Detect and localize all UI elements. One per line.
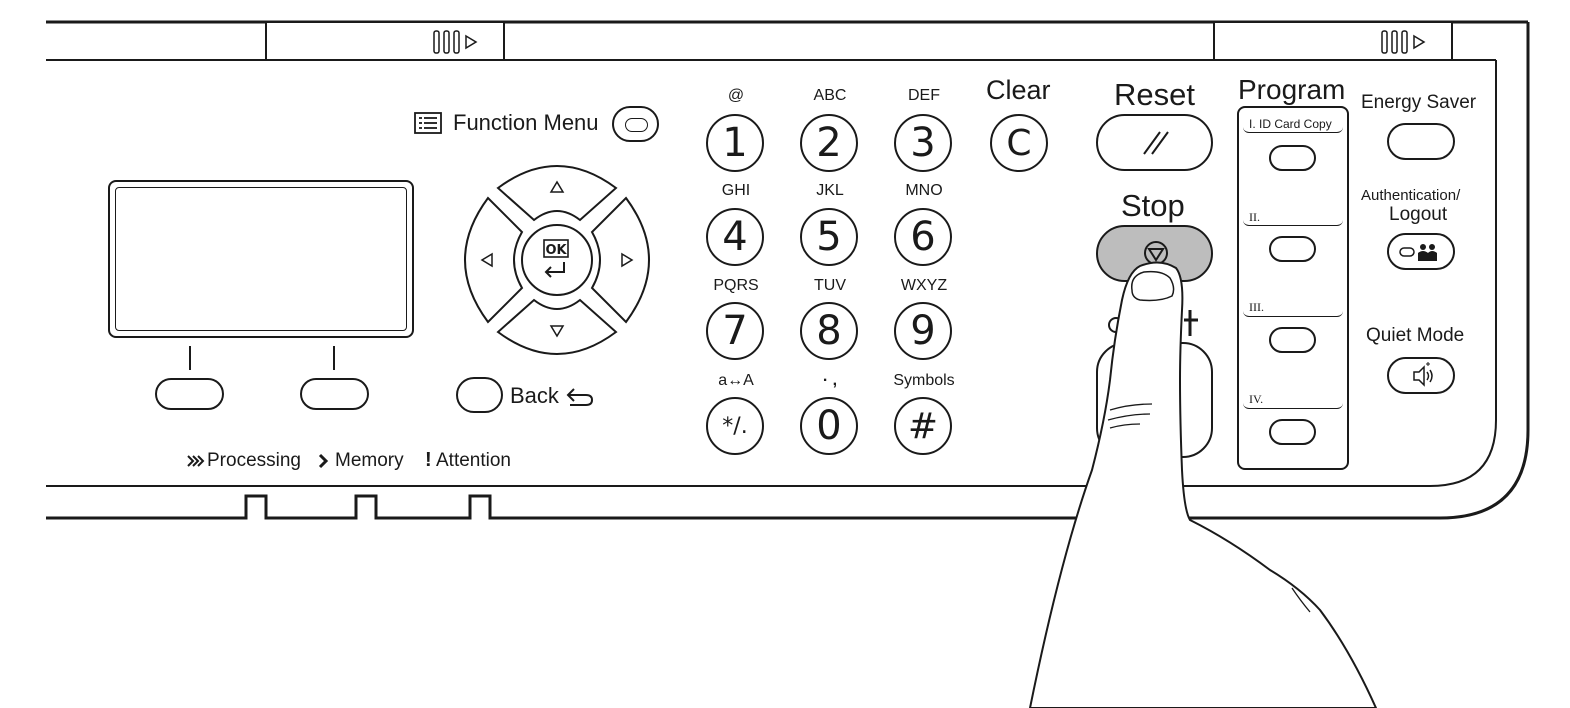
program-1-button[interactable] [1269,145,1316,171]
clear-button[interactable]: C [990,114,1048,172]
clear-label: Clear [986,75,1051,105]
back-label: Back [510,383,559,408]
arrow-down-icon [549,325,565,338]
directional-pad: OK [464,165,650,355]
energy-saver-button[interactable] [1387,123,1455,160]
processing-icon [187,455,205,467]
quiet-mode-label: Quiet Mode [1366,325,1465,346]
lcd-display [108,180,414,338]
memory-icon [318,453,329,469]
processing-label: Processing [207,450,301,471]
ok-enter-icon: OK [545,243,567,258]
arrow-left-icon [480,252,493,268]
stop-label: Stop [1121,188,1185,223]
menu-list-icon [414,112,442,134]
logout-label: Logout [1389,204,1448,225]
slide-arrow-icon [1381,30,1426,54]
function-menu-button[interactable] [612,106,659,142]
soft-key-marker [189,346,191,370]
arrow-right-icon [621,252,634,268]
key-0-button[interactable]: 0 [800,397,858,455]
program-slot-divider [1243,388,1343,409]
key-letters: JKL [816,182,844,199]
key-3-button[interactable]: 3 [894,114,952,172]
key-7-button[interactable]: 7 [706,302,764,360]
quiet-mode-speaker-icon [1413,362,1433,387]
key-letters: DEF [908,87,940,104]
key-4-button[interactable]: 4 [706,208,764,266]
key-1-button[interactable]: 1 [706,114,764,172]
reset-label: Reset [1114,77,1195,112]
authentication-label: Authentication/ [1361,187,1461,204]
quiet-mode-button[interactable] [1387,357,1455,394]
soft-key-marker [333,346,335,370]
key-letters: TUV [814,277,846,294]
program-label: Program [1238,74,1346,105]
key-9-button[interactable]: 9 [894,302,952,360]
energy-saver-label: Energy Saver [1361,92,1477,113]
function-menu-label: Function Menu [453,110,599,135]
memory-label: Memory [335,450,404,471]
program-panel [1237,106,1349,470]
program-slot-label: I. ID Card Copy [1249,117,1332,131]
key-letters: · , [822,372,838,389]
key-letters: WXYZ [900,277,948,294]
slide-arrow-icon [433,30,478,54]
back-button[interactable] [456,377,503,413]
key-2-button[interactable]: 2 [800,114,858,172]
program-slot-divider [1243,296,1343,317]
key-letters: PQRS [713,277,759,294]
program-3-button[interactable] [1269,327,1316,353]
authentication-logout-button[interactable] [1387,233,1455,270]
key-letters: @ [727,87,745,104]
soft-key-right-button[interactable] [300,378,369,410]
ok-button[interactable] [521,224,593,296]
key-letters: GHI [721,182,751,199]
key-5-button[interactable]: 5 [800,208,858,266]
program-slot-label: II. [1249,210,1260,224]
program-slot-label: III. [1249,300,1264,314]
program-2-button[interactable] [1269,236,1316,262]
key-letters: MNO [905,182,943,199]
attention-icon: ! [425,449,432,471]
program-slot-divider [1243,205,1343,226]
back-arrow-icon [566,388,594,406]
logout-user-icon [1399,244,1437,261]
reset-icon [1143,131,1169,155]
key-star-button[interactable]: */. [706,397,764,455]
attention-label: Attention [436,450,511,471]
arrow-up-button[interactable] [496,165,618,222]
program-slot-divider [1243,112,1343,133]
arrow-left-button[interactable] [464,196,524,324]
key-letters: a↔A [718,372,754,389]
reset-button[interactable] [1096,114,1213,171]
program-4-button[interactable] [1269,419,1316,445]
program-slot-label: IV. [1249,392,1264,406]
key-letters: Symbols [893,372,955,389]
arrow-down-button[interactable] [496,298,618,355]
key-8-button[interactable]: 8 [800,302,858,360]
arrow-right-button[interactable] [590,196,650,324]
key-letters: ABC [813,87,847,104]
key-hash-button[interactable]: # [894,397,952,455]
soft-key-left-button[interactable] [155,378,224,410]
arrow-up-icon [549,180,565,193]
key-6-button[interactable]: 6 [894,208,952,266]
